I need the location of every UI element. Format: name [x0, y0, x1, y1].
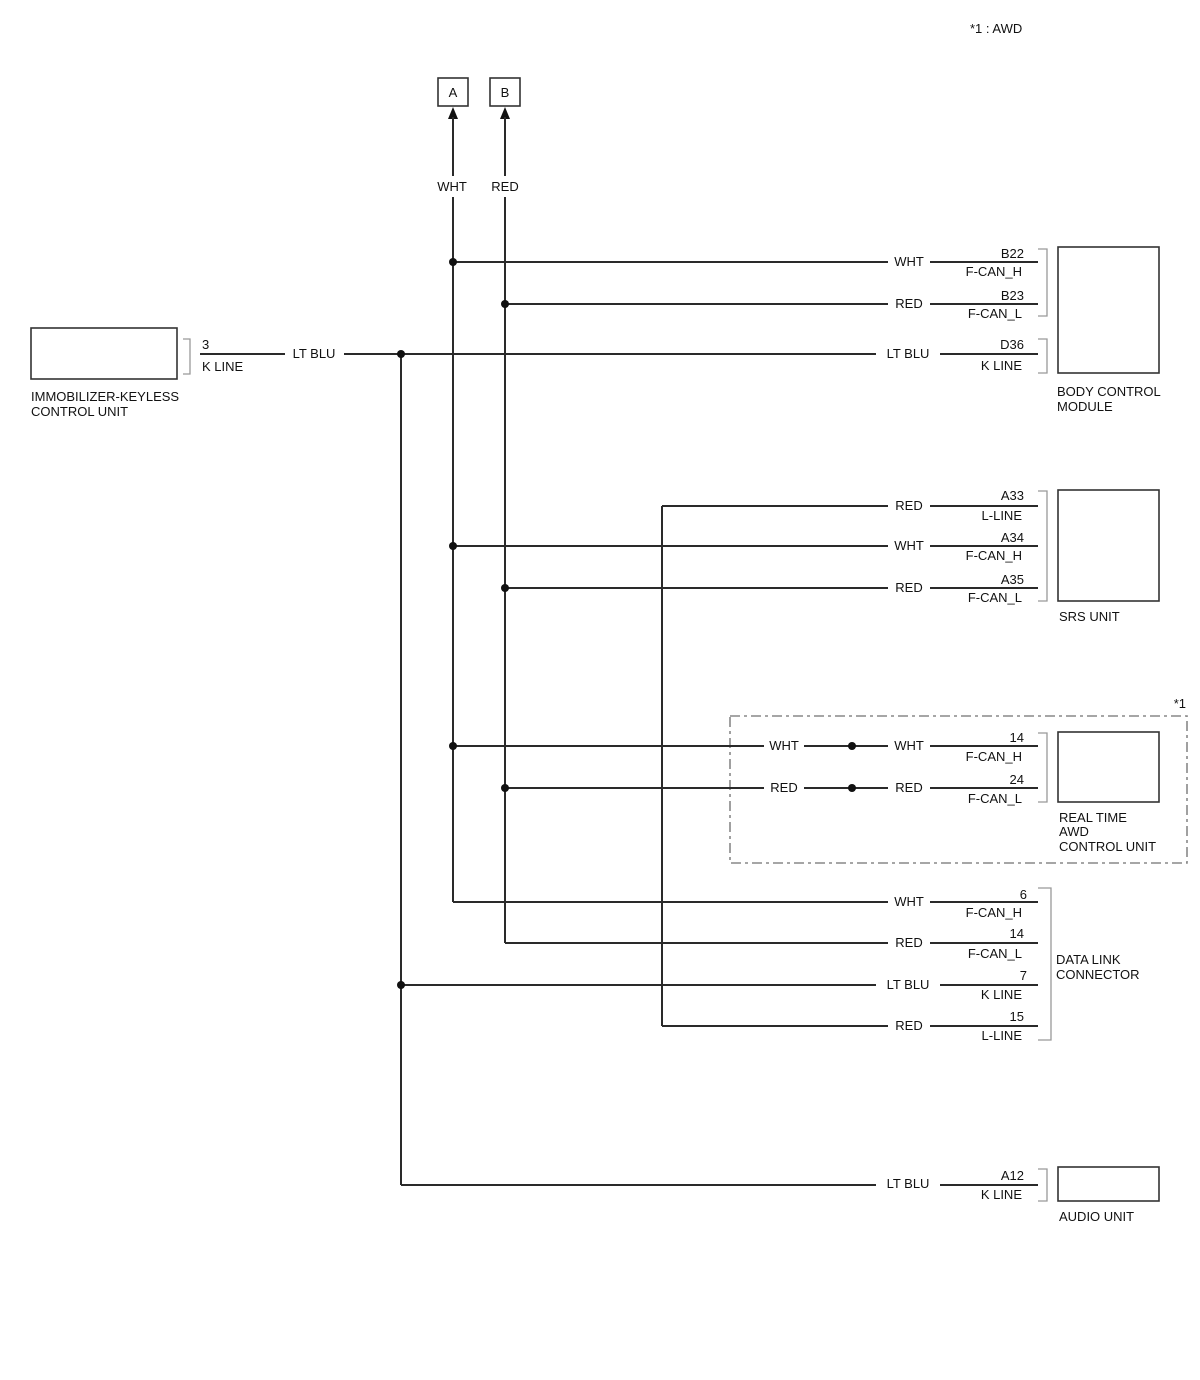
immobilizer-pin: 3: [202, 337, 209, 352]
immobilizer-bracket: [183, 338, 191, 375]
awd-name-1: REAL TIME: [1059, 810, 1127, 825]
bcm-name-2: MODULE: [1057, 399, 1113, 414]
srs-wht-color: WHT: [894, 538, 924, 553]
bcm-red-signal: F-CAN_L: [968, 306, 1022, 321]
dlc-name-1: DATA LINK: [1056, 952, 1121, 967]
awd-optional-outline: [729, 715, 1188, 864]
dlc-kline-signal: K LINE: [981, 987, 1023, 1002]
awd-bracket: [1038, 732, 1048, 803]
awd-wht-color-in: WHT: [769, 738, 799, 753]
dlc-kline-pin: 7: [1020, 968, 1027, 983]
dlc-lline-pin: 15: [1010, 1009, 1024, 1024]
red-splice-bcm: [501, 300, 509, 308]
kline-splice-top: [397, 350, 405, 358]
srs-red-signal: F-CAN_L: [968, 590, 1022, 605]
dlc-lline-color: RED: [895, 1018, 922, 1033]
bcm-name-1: BODY CONTROL: [1057, 384, 1161, 399]
awd-optional-marker: *1: [1174, 696, 1186, 711]
audio-kline-color: LT BLU: [887, 1176, 930, 1191]
srs-name: SRS UNIT: [1059, 609, 1120, 624]
connector-b-label: B: [501, 85, 510, 100]
immobilizer-signal: K LINE: [202, 359, 244, 374]
awd-red-color-in: RED: [770, 780, 797, 795]
wht-splice-awd: [449, 742, 457, 750]
audio-pin: A12: [1001, 1168, 1024, 1183]
bcm-kline-color: LT BLU: [887, 346, 930, 361]
srs-lline-pin: A33: [1001, 488, 1024, 503]
srs-red-pin: A35: [1001, 572, 1024, 587]
dlc-name-2: CONNECTOR: [1056, 967, 1140, 982]
audio-name: AUDIO UNIT: [1059, 1209, 1134, 1224]
red-splice-awd: [501, 784, 509, 792]
dlc-bracket: [1038, 887, 1052, 1041]
immobilizer-unit-box: [30, 327, 178, 380]
dlc-red-signal: F-CAN_L: [968, 946, 1022, 961]
audio-signal: K LINE: [981, 1187, 1023, 1202]
immobilizer-wire-color: LT BLU: [293, 346, 336, 361]
connector-b-box: [489, 77, 521, 107]
srs-wht-signal: F-CAN_H: [966, 548, 1022, 563]
bcm-red-pin: B23: [1001, 288, 1024, 303]
awd-red-pin: 24: [1010, 772, 1024, 787]
awd-name-3: CONTROL UNIT: [1059, 839, 1156, 854]
audio-bracket: [1038, 1168, 1048, 1202]
dlc-red-pin: 14: [1010, 926, 1024, 941]
awd-box: [1057, 731, 1160, 803]
srs-lline-signal: L-LINE: [982, 508, 1023, 523]
bcm-wht-signal: F-CAN_H: [966, 264, 1022, 279]
connector-b-arrow: [500, 107, 510, 119]
awd-wht-color-out: WHT: [894, 738, 924, 753]
wht-splice-srs: [449, 542, 457, 550]
bcm-wht-pin: B22: [1001, 246, 1024, 261]
awd-wht-pin: 14: [1010, 730, 1024, 745]
bcm-bracket-can: [1038, 248, 1048, 317]
connector-a-label: A: [449, 85, 458, 100]
immobilizer-name-1: IMMOBILIZER-KEYLESS: [31, 389, 179, 404]
srs-bracket: [1038, 490, 1048, 602]
wht-trunk-label: WHT: [437, 179, 467, 194]
dlc-wht-signal: F-CAN_H: [966, 905, 1022, 920]
kline-splice-dlc: [397, 981, 405, 989]
connector-a-box: [437, 77, 469, 107]
red-splice-srs: [501, 584, 509, 592]
dlc-wht-color: WHT: [894, 894, 924, 909]
dlc-wht-pin: 6: [1020, 887, 1027, 902]
awd-name-2: AWD: [1059, 824, 1089, 839]
wht-splice-bcm: [449, 258, 457, 266]
bcm-bracket-kline: [1038, 338, 1048, 374]
immobilizer-name-2: CONTROL UNIT: [31, 404, 128, 419]
bcm-wht-color: WHT: [894, 254, 924, 269]
awd-footnote: *1 : AWD: [970, 21, 1022, 36]
awd-red-signal: F-CAN_L: [968, 791, 1022, 806]
awd-wht-signal: F-CAN_H: [966, 749, 1022, 764]
dlc-kline-color: LT BLU: [887, 977, 930, 992]
srs-wht-pin: A34: [1001, 530, 1024, 545]
awd-wht-joint: [848, 742, 856, 750]
awd-red-color-out: RED: [895, 780, 922, 795]
connector-a-arrow: [448, 107, 458, 119]
dlc-lline-signal: L-LINE: [982, 1028, 1023, 1043]
srs-lline-color: RED: [895, 498, 922, 513]
dlc-red-color: RED: [895, 935, 922, 950]
bcm-kline-pin: D36: [1000, 337, 1024, 352]
srs-red-color: RED: [895, 580, 922, 595]
bcm-box: [1057, 246, 1160, 374]
srs-box: [1057, 489, 1160, 602]
red-trunk-label: RED: [491, 179, 518, 194]
awd-red-joint: [848, 784, 856, 792]
bcm-red-color: RED: [895, 296, 922, 311]
bcm-kline-signal: K LINE: [981, 358, 1023, 373]
audio-box: [1057, 1166, 1160, 1202]
